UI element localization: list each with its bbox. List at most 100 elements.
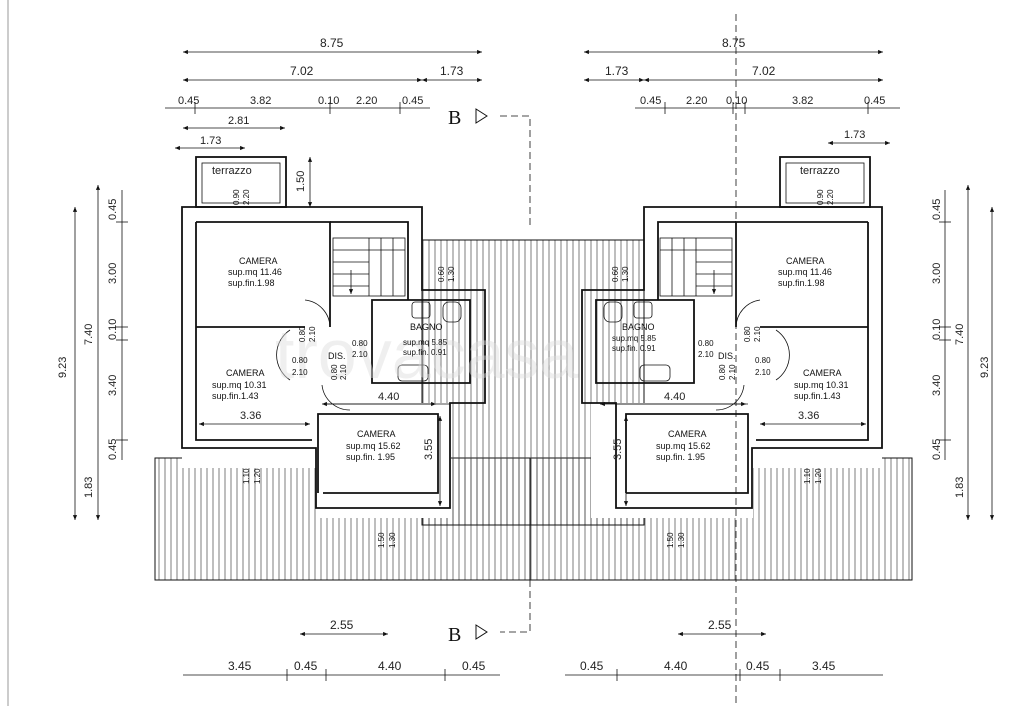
room-name: BAGNO [622,322,655,332]
dim-label: 7.40 [83,324,95,345]
dim-label: 1.50 [377,532,386,548]
dim-label: 3.55 [612,439,624,460]
dim-label: 0.45 [462,659,486,673]
room-name: CAMERA [357,429,396,439]
dim-label: 2.10 [292,368,308,377]
door-swing [304,299,331,328]
room-area: sup.mq 10.31 [212,380,267,390]
dim-overall-width: 8.75 [722,36,746,50]
dim-label: 3.40 [107,375,119,396]
section-label-bottom: B [448,624,461,646]
room-window: sup.fin.1.98 [228,278,275,288]
left-dimension-lines [72,49,500,681]
dim-label: 7.02 [752,64,776,78]
dim-label: 7.40 [954,324,966,345]
room-window: sup.fin. 1.95 [346,452,395,462]
dim-label: 3.00 [107,263,119,284]
section-lines: B B [448,14,737,706]
dim-label: 3.45 [228,659,252,673]
dim-label: 2.10 [308,326,317,342]
dim-overall-width: 8.75 [320,36,344,50]
dim-label: 4.40 [378,391,399,403]
dim-label: 2.20 [826,189,835,205]
dim-label: 3.55 [423,439,435,460]
room-area: sup.mq 11.46 [228,267,282,277]
dim-label: 0.10 [318,95,339,107]
dim-label: 2.20 [242,189,251,205]
dim-label: 0.90 [232,189,241,205]
dim-label: 2.10 [728,364,737,380]
dim-label: 0.45 [746,659,770,673]
terrace-label: terrazzo [212,165,252,177]
room-area: sup.mq 5.85 [612,334,657,343]
room-window: sup.fin. 0.91 [612,344,656,353]
door-swing [276,329,291,381]
dim-label: 0.80 [352,339,368,348]
room-name: CAMERA [226,368,265,378]
dim-label: 0.45 [931,439,943,460]
dim-label: 3.00 [931,263,943,284]
dim-label: 2.20 [686,95,707,107]
dim-label: 0.90 [816,189,825,205]
dim-label: 0.45 [640,95,661,107]
room-window: sup.fin.1.98 [778,278,825,288]
dim-label: 2.81 [228,115,249,127]
dim-label: 0.45 [178,95,199,107]
dim-label: 0.10 [107,319,119,340]
left-terrace [195,156,287,208]
dim-label: 1.73 [440,64,464,78]
dim-label: 4.40 [664,659,688,673]
dim-label: 1.73 [605,64,629,78]
dim-label: 0.45 [931,199,943,220]
dim-label: 2.10 [755,368,771,377]
right-bathroom-fixtures [603,301,671,382]
dim-label: 1.30 [447,266,456,282]
dim-label: 0.80 [330,364,339,380]
dim-label: 1.20 [814,468,823,484]
right-stair [659,237,733,297]
door-swing [735,299,761,328]
room-name: DIS. [718,351,736,361]
dim-label: 1.20 [253,468,262,484]
dim-label: 0.10 [931,319,943,340]
dim-label: 1.50 [295,171,307,192]
terrace-label: terrazzo [800,165,840,177]
room-window: sup.fin.1.43 [794,391,841,401]
dim-label: 1.30 [677,532,686,548]
dim-label: 0.60 [611,266,620,282]
room-area: sup.mq 5.85 [403,338,448,347]
room-area: sup.mq 15.62 [656,441,711,451]
dim-label: 4.40 [664,391,685,403]
left-unit-walls [181,156,486,509]
door-swing [775,329,790,381]
dim-overall-depth: 9.23 [57,357,69,378]
dim-label: 0.45 [294,659,318,673]
left-unit-labels: 8.75 7.02 1.73 0.45 3.82 0.10 2.20 0.45 … [57,36,486,673]
dim-label: 3.45 [812,659,836,673]
watermark: trovacasa [275,315,579,393]
dim-label: 0.80 [718,364,727,380]
dim-label: 1.83 [83,477,95,498]
room-name: BAGNO [410,322,443,332]
room-area: sup.mq 11.46 [778,267,832,277]
dim-label: 2.10 [352,350,368,359]
dim-label: 0.45 [402,95,423,107]
dim-label: 1.30 [621,266,630,282]
right-unit-labels: 8.75 1.73 7.02 0.45 2.20 0.10 3.82 0.45 … [580,36,991,673]
dim-label: 1.30 [388,532,397,548]
left-stair [332,237,406,297]
room-window: sup.fin.1.43 [212,391,259,401]
dim-label: 4.40 [378,659,402,673]
room-window: sup.fin. 0.91 [403,348,447,357]
dim-label: 1.10 [803,468,812,484]
dim-label: 1.73 [844,129,865,141]
dim-label: 1.50 [666,532,675,548]
dim-label: 3.82 [250,95,271,107]
dim-label: 0.45 [864,95,885,107]
dim-label: 0.10 [726,95,747,107]
dim-label: 2.10 [339,364,348,380]
room-area: sup.mq 10.31 [794,380,849,390]
room-name: CAMERA [786,256,825,266]
section-label-top: B [448,107,461,129]
